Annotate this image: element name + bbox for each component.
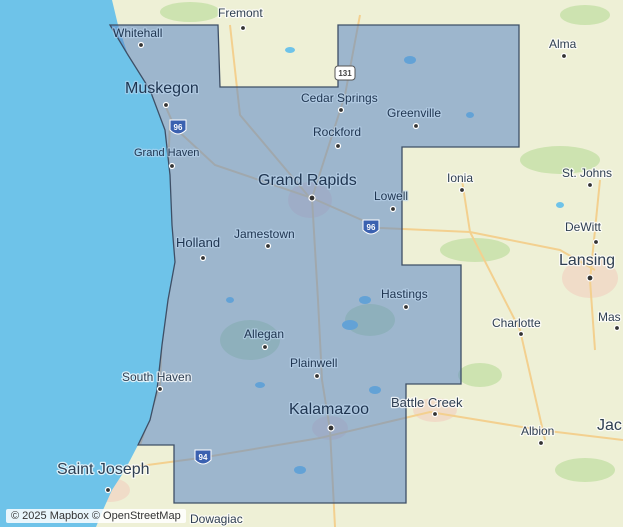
city-dewitt[interactable]: DeWitt (564, 219, 603, 246)
city-whitehall[interactable]: Whitehall (112, 25, 164, 49)
city-dot (327, 424, 335, 432)
city-dot (537, 439, 545, 447)
svg-text:96: 96 (367, 223, 376, 232)
city-dot (592, 238, 600, 246)
city-label: Hastings (381, 287, 428, 301)
lake-michigan (0, 0, 175, 527)
city-allegan[interactable]: Allegan (243, 326, 285, 351)
city-label: Lansing (559, 252, 615, 269)
city-label: Alma (549, 37, 577, 51)
city-label: Saint Joseph (57, 461, 150, 478)
city-dot (560, 52, 568, 60)
city-label: Ionia (447, 171, 473, 185)
city-alma[interactable]: Alma (548, 36, 578, 60)
city-jac[interactable]: Jac (596, 416, 623, 436)
city-label: Plainwell (290, 356, 337, 370)
city-charlotte[interactable]: Charlotte (491, 315, 542, 338)
city-label: Greenville (387, 106, 441, 120)
city-dot (334, 142, 342, 150)
city-dot (239, 24, 247, 32)
city-dot (264, 242, 272, 250)
city-label: Kalamazoo (289, 401, 369, 418)
city-dowagiac[interactable]: Dowagiac (189, 511, 244, 527)
city-labels: Fremont Alma Whitehall Muskegon Cedar Sp… (56, 5, 623, 527)
map-attribution[interactable]: © 2025 Mapbox © OpenStreetMap (6, 509, 186, 523)
city-label: Lowell (374, 189, 408, 203)
city-grand-rapids[interactable]: Grand Rapids (257, 171, 358, 202)
city-dot (104, 486, 112, 494)
city-label: South Haven (122, 370, 191, 384)
city-muskegon[interactable]: Muskegon (124, 79, 200, 109)
city-south-haven[interactable]: South Haven (121, 369, 193, 393)
city-label: Jac (597, 417, 622, 434)
city-dot (389, 205, 397, 213)
city-label: Albion (521, 424, 554, 438)
city-rockford[interactable]: Rockford (312, 124, 362, 150)
city-label: Grand Haven (134, 147, 199, 159)
svg-text:131: 131 (338, 69, 352, 78)
city-lansing[interactable]: Lansing (558, 251, 616, 282)
city-label: Dowagiac (190, 512, 243, 526)
city-dot (261, 343, 269, 351)
city-label: Battle Creek (391, 395, 463, 410)
city-dot (308, 194, 316, 202)
city-fremont[interactable]: Fremont (217, 5, 265, 32)
city-ionia[interactable]: Ionia (446, 170, 475, 194)
city-label: St. Johns (562, 166, 612, 180)
city-mas[interactable]: Mas (597, 309, 622, 332)
city-dot (168, 162, 176, 170)
city-dot (517, 330, 525, 338)
city-dot (586, 181, 594, 189)
city-dot (613, 324, 621, 332)
city-dot (412, 122, 420, 130)
svg-text:96: 96 (174, 123, 183, 132)
city-label: Muskegon (125, 80, 199, 97)
city-kalamazoo[interactable]: Kalamazoo (288, 400, 370, 432)
city-dot (431, 410, 439, 418)
city-dot (137, 41, 145, 49)
city-dot (313, 372, 321, 380)
city-grand-haven[interactable]: Grand Haven (133, 146, 201, 170)
city-greenville[interactable]: Greenville (386, 105, 443, 130)
city-hastings[interactable]: Hastings (380, 286, 429, 311)
city-saint-joseph[interactable]: Saint Joseph (56, 460, 151, 494)
service-region[interactable] (108, 24, 520, 504)
city-albion[interactable]: Albion (520, 423, 556, 447)
city-label: Fremont (218, 6, 263, 20)
city-dot (402, 303, 410, 311)
city-dot (162, 101, 170, 109)
city-lowell[interactable]: Lowell (373, 188, 409, 213)
city-dot (337, 106, 345, 114)
city-plainwell[interactable]: Plainwell (289, 355, 339, 380)
city-dot (586, 274, 594, 282)
highway-shield-i96-muskegon: 96 (169, 119, 187, 135)
city-label: Mas (598, 310, 621, 324)
city-battle-creek[interactable]: Battle Creek (390, 394, 464, 418)
city-jamestown[interactable]: Jamestown (233, 226, 296, 250)
city-label: Charlotte (492, 316, 541, 330)
city-label: Jamestown (234, 227, 295, 241)
city-holland[interactable]: Holland (175, 234, 221, 262)
city-label: DeWitt (565, 220, 602, 234)
city-label: Allegan (244, 327, 284, 341)
city-label: Whitehall (113, 26, 162, 40)
city-st-johns[interactable]: St. Johns (561, 165, 613, 189)
city-dot (458, 186, 466, 194)
highway-shield-i96-grand-rapids: 96 (362, 219, 380, 235)
city-dot (199, 254, 207, 262)
city-cedar-springs[interactable]: Cedar Springs (300, 90, 379, 114)
city-label: Holland (176, 235, 220, 250)
city-dot (156, 385, 164, 393)
city-label: Cedar Springs (301, 91, 378, 105)
highway-shield-us131: 131 (334, 65, 356, 81)
svg-text:94: 94 (199, 453, 208, 462)
city-label: Rockford (313, 125, 361, 139)
city-label: Grand Rapids (258, 172, 357, 189)
highway-shield-i94: 94 (194, 449, 212, 465)
